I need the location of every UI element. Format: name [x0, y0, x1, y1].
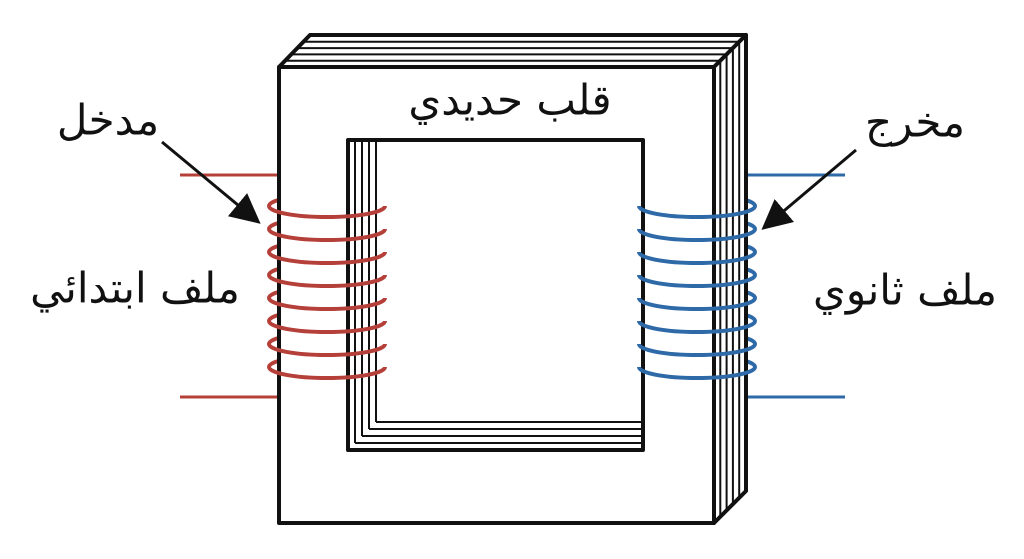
primary-coil-turn-front — [267, 228, 387, 242]
primary-coil-turn-front — [267, 251, 387, 265]
primary-coil-label: ملف ابتدائي — [30, 263, 240, 313]
core-label: قلب حديدي — [408, 75, 612, 125]
secondary-coil-turn-front — [637, 251, 757, 265]
secondary-coil-turn-front — [637, 343, 757, 357]
primary-coil-turn-front — [267, 205, 387, 219]
core-window — [346, 138, 645, 452]
primary-coil-turn-front — [267, 343, 387, 357]
input-label: مدخل — [56, 95, 160, 145]
secondary-coil-turn-front — [637, 274, 757, 288]
primary-coil-turn-front — [267, 274, 387, 288]
secondary-coil-label: ملف ثانوي — [813, 265, 997, 315]
output-label: مخرج — [865, 97, 965, 147]
secondary-coil-turn-front — [637, 205, 757, 219]
primary-coil-turn-front — [267, 297, 387, 311]
secondary-coil-turn-front — [637, 366, 757, 380]
secondary-coil-turn-front — [637, 228, 757, 242]
iron-core — [277, 33, 748, 525]
lead-wires — [180, 173, 845, 399]
primary-coil-turn-front — [267, 320, 387, 334]
input-arrow — [161, 140, 261, 224]
primary-coil-turn-front — [267, 366, 387, 380]
core-side-face — [712, 33, 748, 525]
secondary-coil-turn-front — [637, 320, 757, 334]
core-top-face — [277, 33, 748, 69]
output-arrow — [761, 148, 857, 230]
secondary-coil-turn-front — [637, 297, 757, 311]
coil-front-turns — [267, 205, 757, 380]
